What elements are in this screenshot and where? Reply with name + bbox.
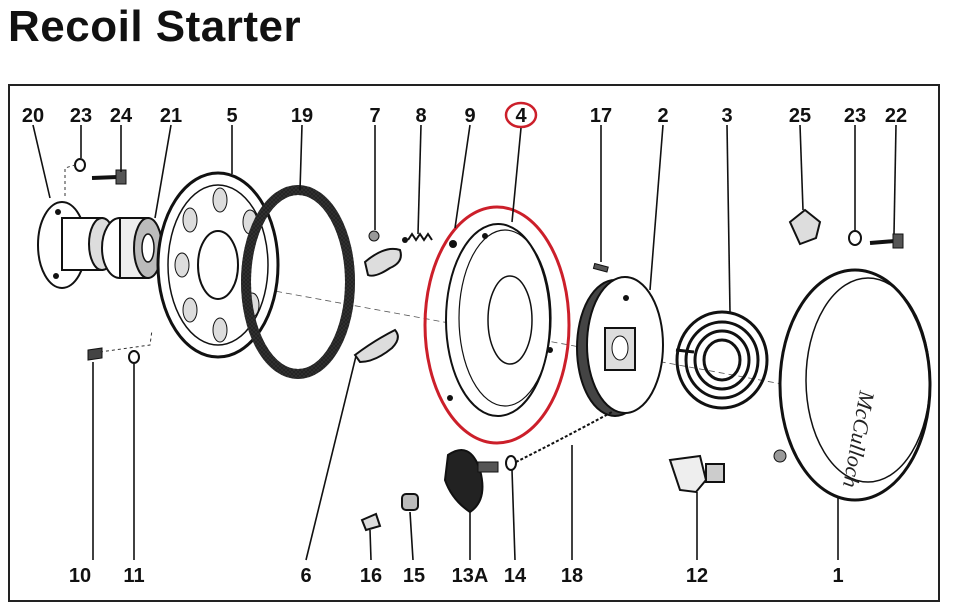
screw-10-part <box>87 347 103 361</box>
pin-part <box>449 240 457 248</box>
label-22: 22 <box>885 105 907 127</box>
screen-gasket-part <box>241 185 355 379</box>
guide-line-bottom <box>99 329 153 353</box>
guide-line-top <box>64 164 76 196</box>
washer-23-part <box>848 230 862 246</box>
label-10: 10 <box>69 565 91 587</box>
label-19: 19 <box>291 105 313 127</box>
label-3: 3 <box>721 105 732 127</box>
label-5: 5 <box>226 105 237 127</box>
label-18: 18 <box>561 565 583 587</box>
clip-part <box>788 208 822 246</box>
label-15: 15 <box>403 565 425 587</box>
pin-17-part <box>592 262 609 273</box>
highlight-circle-label-4 <box>504 101 538 129</box>
washer-part <box>74 158 86 172</box>
label-21: 21 <box>160 105 182 127</box>
part-labels: 20 23 24 21 5 19 7 8 9 4 17 2 3 25 23 22… <box>22 105 907 587</box>
label-23-left: 23 <box>70 105 92 127</box>
label-16: 16 <box>360 565 382 587</box>
label-23-right: 23 <box>844 105 866 127</box>
label-4: 4 <box>515 105 527 127</box>
label-17: 17 <box>590 105 612 127</box>
starter-cover-part: McCulloch <box>773 268 932 502</box>
page-title: Recoil Starter <box>8 2 302 51</box>
recoil-spring-part <box>675 310 769 410</box>
starter-handle-part <box>443 449 499 514</box>
screw-part <box>91 169 127 185</box>
label-6: 6 <box>300 565 311 587</box>
label-14: 14 <box>504 565 527 587</box>
rope-washer-part <box>505 455 517 471</box>
label-1: 1 <box>832 565 843 587</box>
label-25: 25 <box>789 105 811 127</box>
label-24: 24 <box>110 105 133 127</box>
label-9: 9 <box>464 105 475 127</box>
leader-lines <box>32 124 897 561</box>
label-8: 8 <box>415 105 426 127</box>
plate-part-4 <box>445 223 553 417</box>
nut-part <box>401 493 419 511</box>
starter-pulley-plate-part <box>156 171 280 359</box>
rope-pulley-part <box>576 276 664 417</box>
label-20: 20 <box>22 105 44 127</box>
label-2: 2 <box>657 105 668 127</box>
starter-rope-part <box>515 411 613 463</box>
highlight-ellipse-part-4 <box>423 205 571 445</box>
grommet-part <box>668 454 725 494</box>
rope-end-part <box>360 512 382 532</box>
spring-part <box>402 232 433 243</box>
washer-11-part <box>128 350 140 364</box>
pawl-part <box>363 230 402 277</box>
diagram-frame <box>8 84 940 602</box>
label-12: 12 <box>686 565 708 587</box>
label-11: 11 <box>123 565 144 587</box>
ratchet-drum-part <box>101 217 163 279</box>
label-7: 7 <box>369 105 380 127</box>
label-13A: 13A <box>452 565 489 587</box>
screw-22-part <box>869 233 904 249</box>
pawl-lower-part <box>353 328 399 364</box>
